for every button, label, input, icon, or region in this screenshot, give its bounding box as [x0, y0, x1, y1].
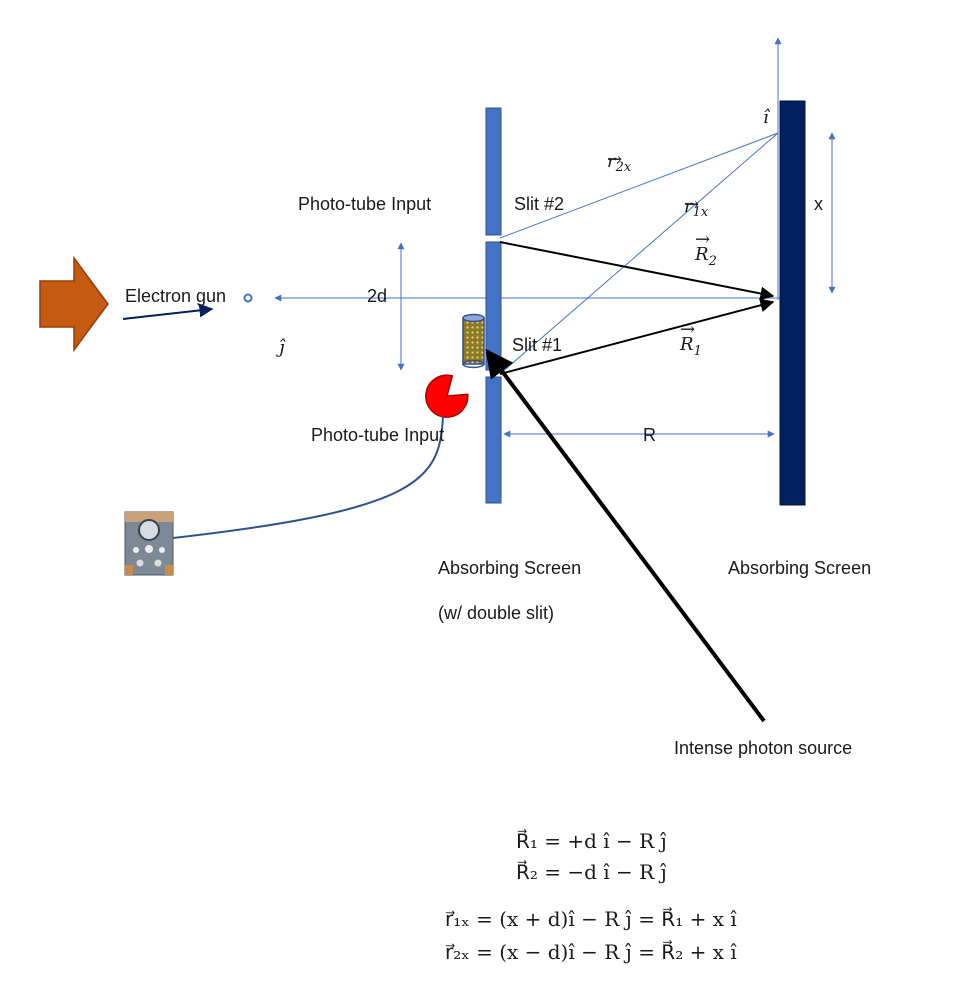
r1x-vector-line	[499, 132, 779, 375]
detector-screen	[779, 100, 806, 506]
svg-text:→: →	[607, 149, 622, 170]
equation-r1x: r⃗₁ₓ = (x + d)î − R ĵ = R⃗₁ + x î	[445, 906, 737, 931]
svg-text:r1x: r1x	[684, 196, 709, 220]
R2-vector-arrow	[499, 241, 775, 301]
R1-label: → R1	[679, 319, 702, 359]
svg-text:r2x: r2x	[607, 151, 632, 175]
photon-beam-arrow	[485, 348, 766, 723]
electron-gun-label: Electron gun	[125, 286, 226, 306]
equation-r2x: r⃗₂ₓ = (x − d)î − R ĵ = R⃗₂ + x î	[445, 939, 737, 964]
two-d-label: 2d	[367, 286, 387, 306]
svg-text:R1: R1	[679, 334, 702, 359]
R-label: R	[643, 425, 656, 445]
x-label: x	[814, 194, 823, 214]
gun-pointer-arrow	[122, 303, 214, 320]
slit-screen-note: (w/ double slit)	[438, 603, 554, 623]
r1x-label: → r1x	[684, 194, 709, 220]
i-hat-label: î	[763, 107, 771, 128]
svg-text:→: →	[684, 194, 699, 215]
R2-label: → R2	[694, 229, 717, 269]
electron-gun-dot	[243, 293, 253, 303]
photon-source-label: Intense photon source	[674, 738, 852, 758]
svg-text:→: →	[695, 229, 710, 250]
slit-screen-bottom	[485, 376, 502, 504]
svg-text:R2: R2	[694, 244, 717, 269]
equation-R2: R⃗₂ = −d î − R ĵ	[516, 859, 667, 884]
slit1-label: Slit #1	[512, 335, 562, 355]
R1-vector-arrow	[499, 298, 775, 375]
detector-screen-label: Absorbing Screen	[728, 558, 871, 578]
r2x-vector-line	[499, 132, 779, 239]
phototube-cable	[172, 415, 444, 539]
j-hat-label: ĵ	[276, 337, 286, 358]
phototube-input-label-bottom: Photo-tube Input	[311, 425, 444, 445]
phototube-icon	[425, 374, 469, 418]
svg-text:→: →	[680, 319, 695, 340]
slit-screen-top	[485, 107, 502, 236]
input-beam-arrow	[39, 255, 109, 353]
photo-detector-cylinder	[462, 313, 485, 369]
oscilloscope-icon	[124, 511, 174, 576]
phototube-input-label-top: Photo-tube Input	[298, 194, 431, 214]
slit-screen-label: Absorbing Screen	[438, 558, 581, 578]
slit2-label: Slit #2	[514, 194, 564, 214]
r2x-label: → r2x	[607, 149, 632, 175]
equation-R1: R⃗₁ = +d î − R ĵ	[516, 828, 667, 853]
